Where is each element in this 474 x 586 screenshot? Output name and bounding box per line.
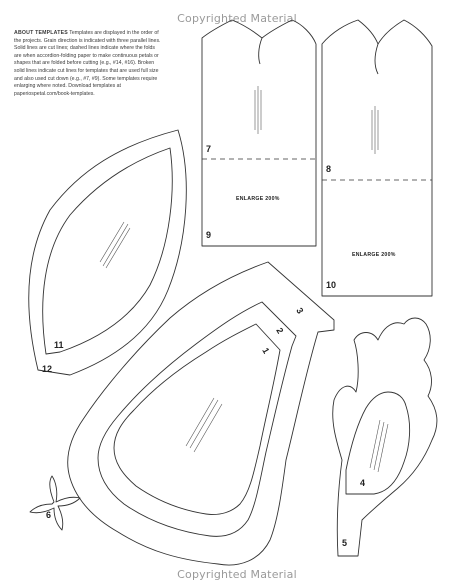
template-7-9 <box>201 19 317 247</box>
template-11-outline <box>42 147 173 355</box>
template-8-outline <box>321 19 433 297</box>
label-5: 5 <box>342 538 347 548</box>
template-11-12 <box>28 129 187 376</box>
enlarge-label-b: ENLARGE 200% <box>352 252 396 258</box>
template-12-outline <box>28 129 187 376</box>
grain-lines-11 <box>99 221 131 269</box>
grain-lines-8 <box>371 106 379 154</box>
label-11: 11 <box>54 340 64 350</box>
grain-lines-4 <box>369 419 389 473</box>
template-8-10 <box>321 19 433 297</box>
watermark-top: Copyrighted Material <box>177 12 297 25</box>
template-labels: 7 9 8 10 11 12 3 2 1 4 5 6 ENLARGE 200% … <box>42 144 396 548</box>
label-2: 2 <box>274 326 285 335</box>
template-2-outline <box>97 301 297 537</box>
template-5-outline <box>332 317 438 557</box>
label-12: 12 <box>42 364 52 374</box>
label-3: 3 <box>294 306 305 315</box>
template-8-center-seam <box>374 43 379 75</box>
watermark-bottom: Copyrighted Material <box>177 568 297 581</box>
label-6: 6 <box>46 510 51 520</box>
about-body: Templates are displayed in the order of … <box>14 30 161 97</box>
grain-lines-1 <box>185 397 223 453</box>
label-8: 8 <box>326 164 331 174</box>
label-7: 7 <box>206 144 211 154</box>
template-3-outline <box>67 261 335 566</box>
label-9: 9 <box>206 230 211 240</box>
about-heading: ABOUT TEMPLATES <box>14 30 68 36</box>
enlarge-label-a: ENLARGE 200% <box>236 196 280 202</box>
about-templates-text: ABOUT TEMPLATES Templates are displayed … <box>14 30 162 98</box>
label-1: 1 <box>260 346 271 355</box>
label-10: 10 <box>326 280 336 290</box>
templates-1-2-3 <box>67 261 335 566</box>
template-4-outline <box>345 391 411 495</box>
grain-lines-7 <box>254 86 262 134</box>
template-7-center-seam <box>258 37 263 65</box>
template-6-outline <box>29 475 81 531</box>
template-1-outline <box>113 323 281 515</box>
template-7-outline <box>201 19 317 247</box>
label-4: 4 <box>360 478 365 488</box>
templates-4-5 <box>332 317 438 557</box>
template-6 <box>29 475 81 531</box>
